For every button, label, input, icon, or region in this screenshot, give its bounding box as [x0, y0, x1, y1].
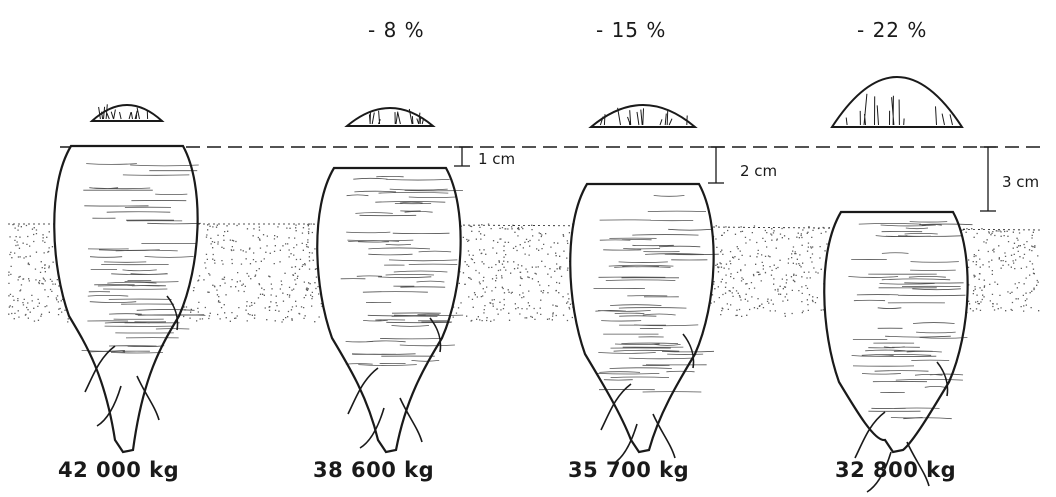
depth-label-2cm: 2 cm [740, 162, 777, 180]
yield-label-1: 42 000 kg [58, 458, 179, 482]
beets-group [54, 77, 972, 492]
beet-root-body [570, 184, 713, 452]
yield-label-2: 38 600 kg [313, 458, 434, 482]
reduction-label-4: - 22 % [857, 18, 927, 42]
dimension-1cm [454, 147, 470, 166]
dimension-3cm [980, 147, 996, 211]
depth-label-3cm: 3 cm [1002, 173, 1039, 191]
yield-label-3: 35 700 kg [568, 458, 689, 482]
beet-crown-cap [832, 77, 962, 127]
reduction-label-3: - 15 % [596, 18, 666, 42]
beet-root-body [824, 212, 967, 452]
reduction-label-2: - 8 % [368, 18, 425, 42]
depth-label-1cm: 1 cm [478, 150, 515, 168]
beet-4 [824, 77, 972, 492]
beet-root-body [317, 168, 460, 452]
beet-2 [317, 108, 463, 452]
depth-dimensions [454, 147, 996, 211]
beet-3 [570, 105, 719, 464]
yield-label-4: 32 800 kg [835, 458, 956, 482]
beet-1 [54, 104, 205, 452]
dimension-2cm [708, 147, 724, 183]
